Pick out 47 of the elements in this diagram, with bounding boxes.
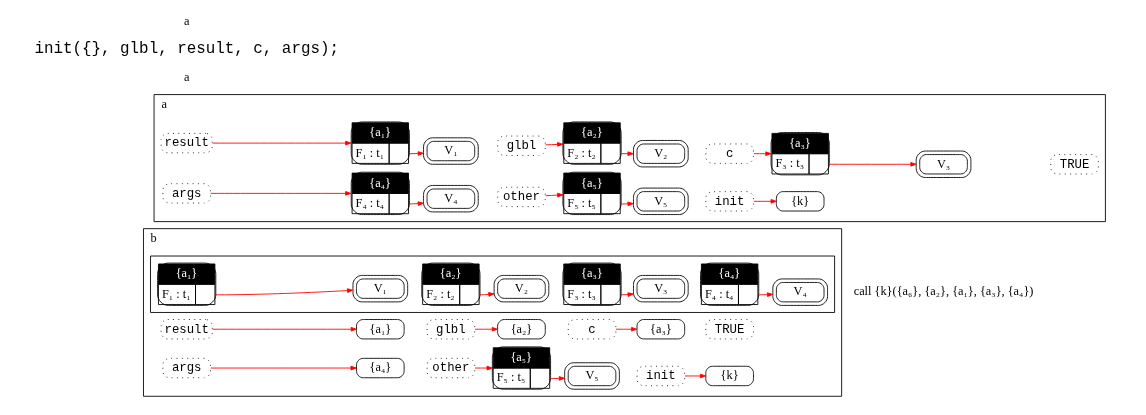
arrow (408, 151, 424, 156)
node-box: init (704, 191, 754, 212)
node-box: {k} (775, 191, 824, 212)
node-box: other (496, 186, 546, 208)
arrow (214, 288, 353, 296)
arrow (211, 140, 351, 146)
node-box: TRUE (704, 319, 754, 340)
node-box: {k} (704, 365, 754, 387)
node-box: {a₂} (496, 319, 546, 340)
node-box: init (636, 365, 685, 387)
node-box: TRUE (1049, 154, 1099, 175)
arrow (757, 292, 773, 297)
arrow (620, 292, 634, 297)
cluster (149, 255, 835, 313)
arrow (620, 201, 634, 207)
arrow (615, 326, 637, 332)
node-box: {a₄} (355, 357, 405, 379)
arrow (544, 192, 563, 198)
label: call {k}({a₆}, {a₂}, {a₁}, {a₃}, {a₄}) (853, 284, 1033, 299)
arrow (479, 292, 494, 297)
node-box: glbl (496, 135, 546, 156)
arrow (828, 162, 917, 167)
node-box: {a₃} (636, 319, 685, 340)
node-box: other (426, 357, 475, 379)
node-box: {a₁} (355, 319, 405, 340)
label: a (183, 70, 189, 85)
label: init({}, glbl, result, c, args); (33, 40, 339, 59)
arrow (209, 191, 351, 196)
arrow (620, 151, 634, 156)
node-box: result (160, 132, 213, 154)
arrow (474, 365, 493, 371)
node-box: args (161, 357, 211, 379)
arrow (211, 326, 357, 332)
node-box: c (704, 143, 754, 164)
arrow (209, 365, 357, 371)
arrow (683, 373, 706, 379)
arrow (408, 201, 424, 206)
node-box: result (160, 319, 213, 340)
node-box: c (567, 319, 616, 340)
node-box: args (161, 183, 211, 204)
arrow (752, 199, 777, 204)
arrow (549, 376, 565, 381)
arrow (752, 151, 771, 156)
arrow (544, 142, 563, 147)
arrow (474, 326, 498, 332)
label: a (183, 13, 189, 28)
node-box: glbl (426, 319, 475, 340)
